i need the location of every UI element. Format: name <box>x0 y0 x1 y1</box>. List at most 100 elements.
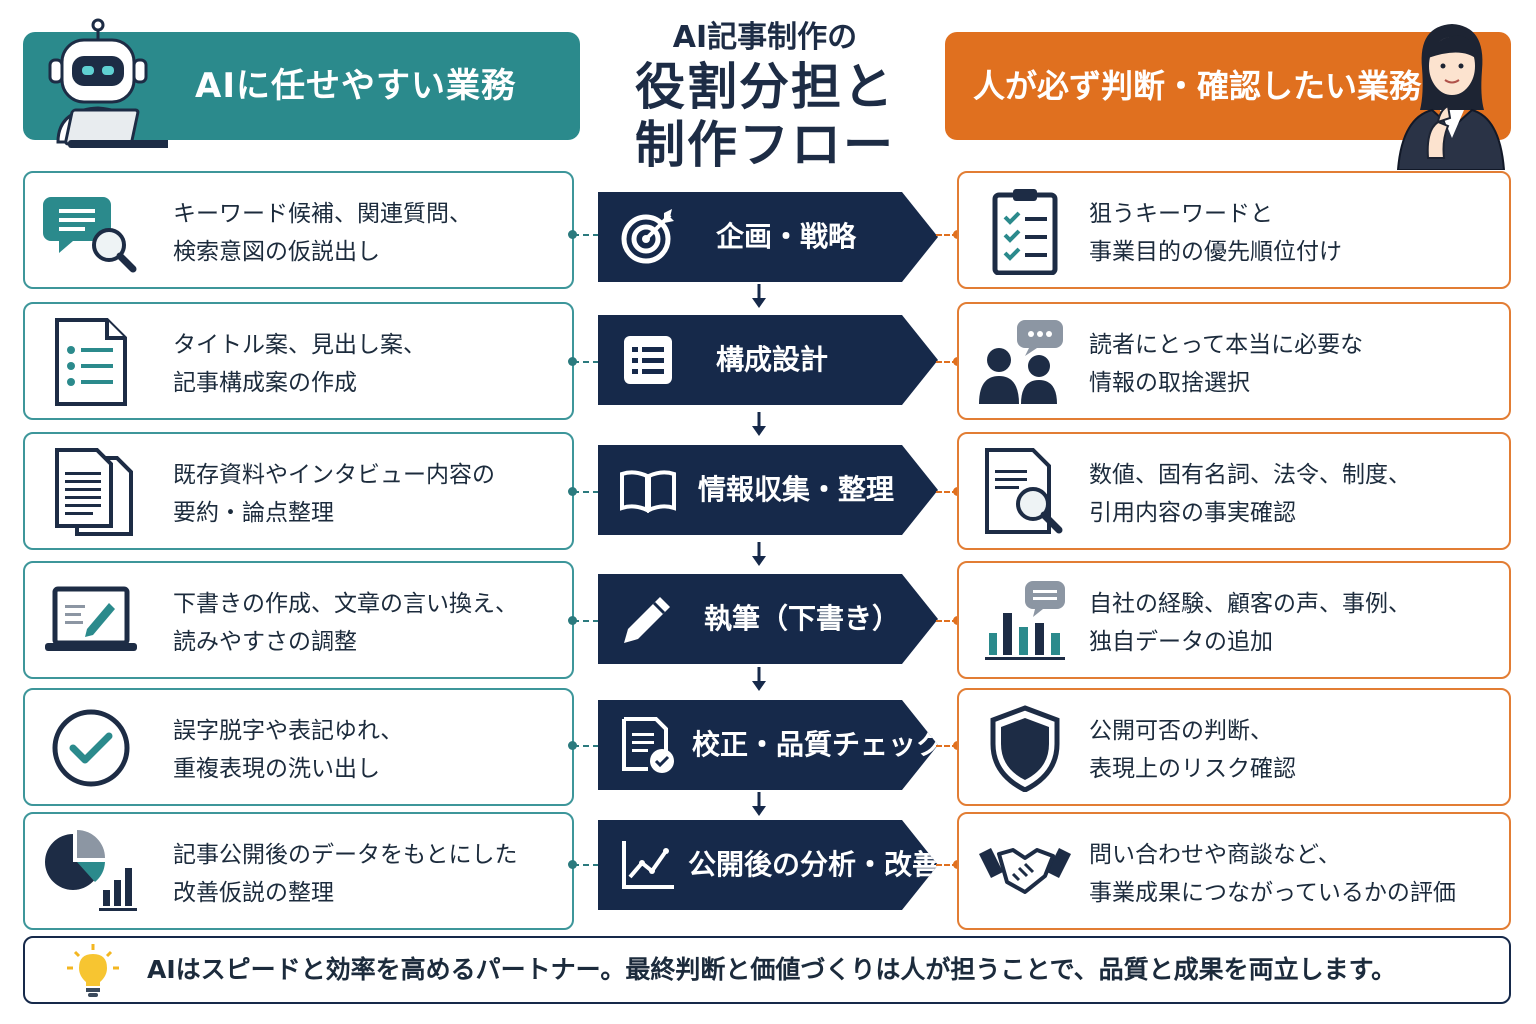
flow-arrow <box>752 667 766 691</box>
connector <box>936 234 958 236</box>
ai-card-research: 既存資料やインタビュー内容の 要約・論点整理 <box>23 432 574 550</box>
connector <box>573 361 599 363</box>
flow-arrow <box>752 412 766 436</box>
ai-text-line-2: 改善仮説の整理 <box>173 880 334 906</box>
pencil-icon <box>624 597 670 643</box>
ai-text-line-1: タイトル案、見出し案、 <box>173 332 426 358</box>
handshake-icon <box>979 848 1071 894</box>
human-text-line-1: 問い合わせや商談など、 <box>1089 842 1341 868</box>
human-tasks-header-label: 人が必ず判断・確認したい業務 <box>973 67 1422 105</box>
ai-text-line-1: 誤字脱字や表記ゆれ、 <box>173 718 404 744</box>
step-label: 構成設計 <box>716 343 829 376</box>
human-text-line-2: 独自データの追加 <box>1089 629 1273 655</box>
human-card-research: 数値、固有名詞、法令、制度、 引用内容の事実確認 <box>957 432 1511 550</box>
checklist-clipboard-icon <box>992 189 1058 275</box>
human-text-line-1: 公開可否の判断、 <box>1089 718 1273 744</box>
list-icon <box>624 336 672 384</box>
connector <box>573 620 599 622</box>
ai-text-line-2: 検索意図の仮説出し <box>173 239 380 265</box>
connector-dot <box>568 741 577 750</box>
check-circle-icon <box>52 709 130 787</box>
document-list-icon <box>55 318 127 406</box>
connector <box>936 745 958 747</box>
human-card-structure: 読者にとって本当に必要な 情報の取捨選択 <box>957 302 1511 420</box>
ai-tasks-header-label: AIに任せやすい業務 <box>195 66 516 106</box>
robot-laptop-icon <box>48 18 168 148</box>
ai-text-line-2: 重複表現の洗い出し <box>173 756 380 782</box>
human-text-line-1: 読者にとって本当に必要な <box>1089 332 1364 358</box>
ai-text-line-2: 要約・論点整理 <box>173 500 334 526</box>
summary-banner: AIはスピードと効率を高めるパートナー。最終判断と価値づくりは人が担うことで、品… <box>23 936 1511 1004</box>
human-text-line-2: 表現上のリスク確認 <box>1089 756 1296 782</box>
connector-dot <box>568 860 577 869</box>
step-label: 執筆（下書き） <box>704 602 901 635</box>
human-text-line-2: 事業成果につながっているかの評価 <box>1089 880 1456 906</box>
human-text-line-1: 自社の経験、顧客の声、事例、 <box>1089 591 1411 617</box>
connector <box>936 491 958 493</box>
human-text-line-2: 情報の取捨選択 <box>1089 370 1250 396</box>
human-text-line-2: 事業目的の優先順位付け <box>1089 239 1342 265</box>
ai-card-writing: 下書きの作成、文章の言い換え、 読みやすさの調整 <box>23 561 574 679</box>
document-search-icon <box>985 448 1063 534</box>
human-text-line-2: 引用内容の事実確認 <box>1089 500 1296 526</box>
step-proofreading: 校正・品質チェック <box>598 700 938 790</box>
step-structure: 構成設計 <box>598 315 938 405</box>
documents-icon <box>55 448 133 536</box>
lightbulb-icon <box>67 944 119 997</box>
step-label: 情報収集・整理 <box>698 473 895 506</box>
chat-search-icon <box>43 197 137 273</box>
flow-arrow <box>752 792 766 816</box>
connector <box>573 491 599 493</box>
connector <box>573 234 599 236</box>
pie-bar-chart-icon <box>45 830 137 911</box>
ai-text-line-1: 下書きの作成、文章の言い換え、 <box>173 591 518 617</box>
laptop-pen-icon <box>45 586 137 651</box>
step-planning: 企画・戦略 <box>598 192 938 282</box>
ai-text-line-1: 記事公開後のデータをもとにした <box>173 842 518 868</box>
connector-dot <box>568 487 577 496</box>
connector-dot <box>568 616 577 625</box>
step-writing: 執筆（下書き） <box>598 574 938 664</box>
businesswoman-icon <box>1396 24 1506 170</box>
human-card-analysis: 問い合わせや商談など、 事業成果につながっているかの評価 <box>957 812 1511 930</box>
title-line-3: 制作フロー <box>635 116 895 174</box>
people-chat-icon <box>979 320 1063 404</box>
human-card-planning: 狙うキーワードと 事業目的の優先順位付け <box>957 171 1511 289</box>
connector <box>573 745 599 747</box>
flow-arrow <box>752 542 766 566</box>
step-label: 校正・品質チェック <box>692 728 945 761</box>
shield-icon <box>990 705 1060 792</box>
human-text-line-1: 数値、固有名詞、法令、制度、 <box>1089 462 1411 488</box>
connector <box>936 620 958 622</box>
line-chart-icon <box>622 841 674 889</box>
flow-arrow <box>752 284 766 308</box>
ai-text-line-2: 読みやすさの調整 <box>173 629 357 655</box>
step-research: 情報収集・整理 <box>598 445 938 535</box>
connector-dot <box>568 230 577 239</box>
page-title: AI記事制作の 役割分担と 制作フロー <box>600 18 930 174</box>
book-icon <box>620 470 676 514</box>
connector <box>573 864 599 866</box>
connector <box>936 864 958 866</box>
target-icon <box>621 209 674 264</box>
human-text-line-1: 狙うキーワードと <box>1089 201 1273 227</box>
summary-text: AIはスピードと効率を高めるパートナー。最終判断と価値づくりは人が担うことで、品… <box>147 955 1397 984</box>
connector <box>936 361 958 363</box>
ai-text-line-1: キーワード候補、関連質問、 <box>173 201 472 227</box>
ai-card-structure: タイトル案、見出し案、 記事構成案の作成 <box>23 302 574 420</box>
title-line-2: 役割分担と <box>635 58 895 116</box>
step-analysis: 公開後の分析・改善 <box>598 820 938 910</box>
ai-card-proofreading: 誤字脱字や表記ゆれ、 重複表現の洗い出し <box>23 688 574 806</box>
ai-card-planning: キーワード候補、関連質問、 検索意図の仮説出し <box>23 171 574 289</box>
human-card-proofreading: 公開可否の判断、 表現上のリスク確認 <box>957 688 1511 806</box>
ai-card-analysis: 記事公開後のデータをもとにした 改善仮説の整理 <box>23 812 574 930</box>
connector-dot <box>568 357 577 366</box>
step-label: 企画・戦略 <box>716 220 857 253</box>
bar-chart-chat-icon <box>985 581 1065 660</box>
title-line-1: AI記事制作の <box>672 20 858 55</box>
ai-text-line-2: 記事構成案の作成 <box>173 370 357 396</box>
document-check-icon <box>622 717 674 773</box>
ai-text-line-1: 既存資料やインタビュー内容の <box>173 462 495 488</box>
step-label: 公開後の分析・改善 <box>688 848 941 881</box>
human-card-writing: 自社の経験、顧客の声、事例、 独自データの追加 <box>957 561 1511 679</box>
